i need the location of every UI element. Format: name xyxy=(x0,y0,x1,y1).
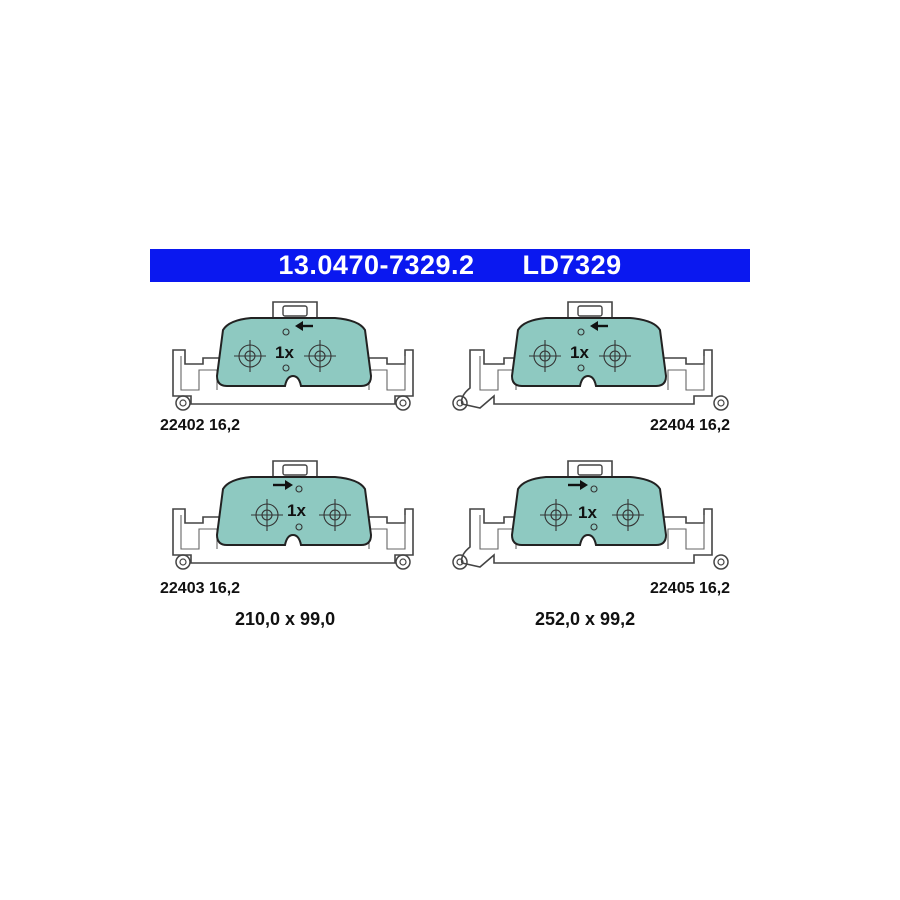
dimension-left: 210,0 x 99,0 xyxy=(235,609,336,629)
quantity-label: 1x xyxy=(287,501,306,520)
brake-pad-outline xyxy=(172,301,414,411)
brake-pad-outline xyxy=(452,460,729,570)
dimension-right: 252,0 x 99,2 xyxy=(535,609,636,629)
pad-code-22404: 22404 16,2 xyxy=(650,417,731,434)
brake-pad-drawing-22402: 1x xyxy=(155,296,445,426)
brake-pad-outline xyxy=(452,301,729,411)
quantity-label: 1x xyxy=(275,343,294,362)
brake-pad-drawing-22404: 1x xyxy=(450,296,740,426)
brake-pad-drawing-22403: 1x xyxy=(155,455,445,585)
ld-code: LD7329 xyxy=(522,250,622,280)
quantity-label: 1x xyxy=(570,343,589,362)
part-number: 13.0470-7329.2 xyxy=(278,250,475,280)
part-number-banner: 13.0470-7329.2 LD7329 xyxy=(150,249,750,282)
brake-pad-drawing-22405: 1x xyxy=(450,455,740,585)
pad-code-22405: 22405 16,2 xyxy=(650,580,731,597)
pad-code-22402: 22402 16,2 xyxy=(160,417,241,434)
quantity-label: 1x xyxy=(578,503,597,522)
brake-pad-outline xyxy=(172,460,414,570)
pad-code-22403: 22403 16,2 xyxy=(160,580,241,597)
